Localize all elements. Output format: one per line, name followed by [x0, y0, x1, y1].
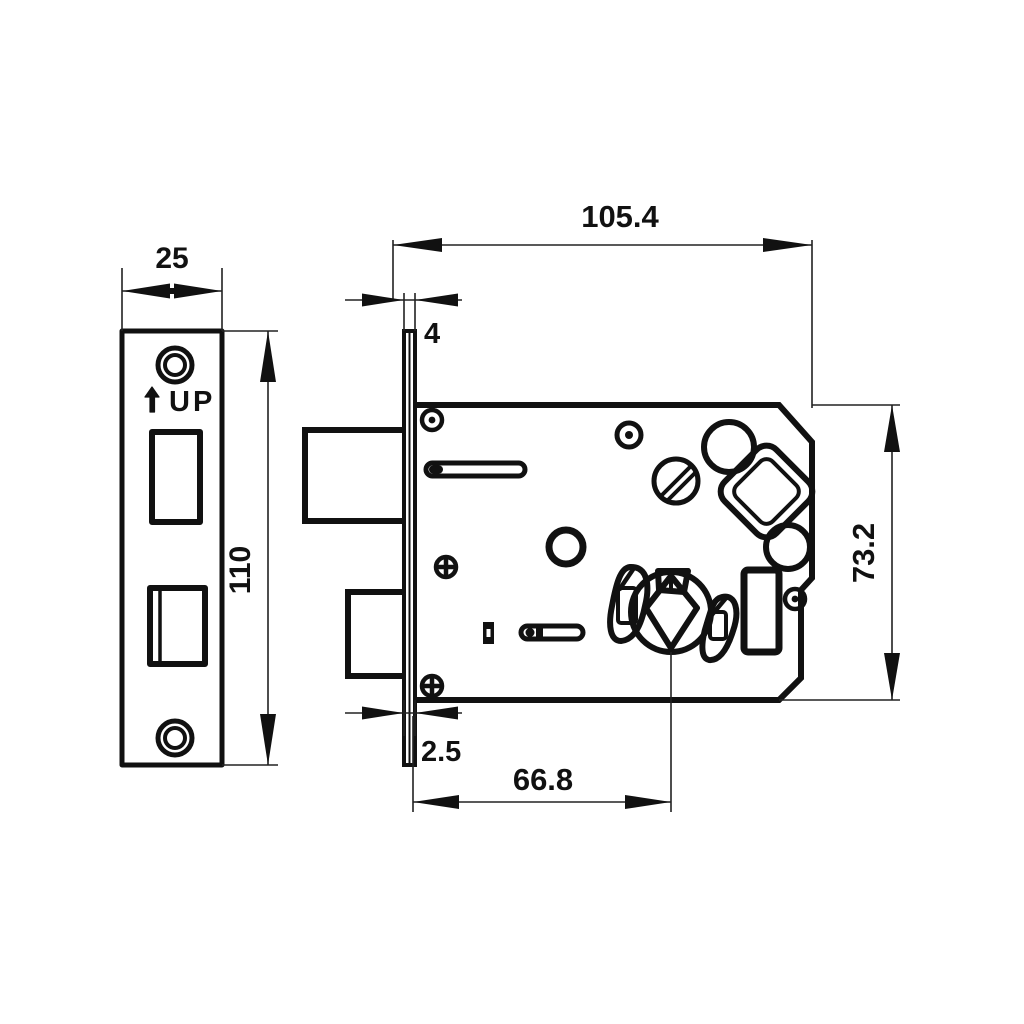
lower-bolt-protrusion: [345, 589, 404, 679]
faceplate-top-screw-hole-icon: [155, 345, 195, 385]
upper-adjustment-slot: [423, 460, 528, 479]
upper-bolt-protrusion: [302, 427, 404, 524]
case-screw-hole-mid-left: [433, 554, 459, 580]
dimension-body-length: 105.4: [392, 199, 813, 408]
dim-66-8-label: 66.8: [513, 762, 573, 797]
left-curved-lever: [607, 564, 651, 644]
case-screw-hole-bottom-left: [419, 673, 445, 699]
follower-hole: [545, 526, 587, 568]
case-screw-hole-top-left: [419, 407, 445, 433]
right-rectangular-slot: [740, 566, 783, 656]
faceplate-view-group: UP: [119, 328, 225, 768]
upper-round-boss: [701, 419, 757, 475]
dim-4-label: 4: [424, 318, 440, 350]
dimension-backplate-thickness: 2.5: [345, 700, 462, 768]
lock-body-view-group: [302, 329, 816, 767]
lock-case-outline: [415, 402, 815, 703]
square-spindle-icon: [717, 442, 816, 541]
dim-110-label: 110: [224, 546, 257, 594]
slotted-screw-head-icon: [651, 456, 701, 506]
faceplate-outline: [119, 328, 225, 768]
dim-73-2-label: 73.2: [846, 523, 881, 583]
dimension-backset: 66.8: [412, 652, 672, 812]
lower-round-boss: [763, 522, 813, 572]
dim-2-5-label: 2.5: [421, 736, 461, 768]
case-screw-hole-top-mid: [614, 420, 644, 450]
up-label: UP: [169, 386, 215, 418]
faceplate-lower-opening: [147, 585, 208, 667]
faceplate-upper-opening: [149, 429, 203, 525]
dim-25-label: 25: [155, 242, 188, 275]
dimension-faceplate-width: 25: [121, 242, 223, 331]
faceplate-edge-strip: [402, 329, 417, 767]
case-screw-hole-right-low: [782, 586, 808, 612]
dimension-faceplate-thickness: 4: [345, 293, 462, 350]
up-arrow-icon: [144, 386, 160, 413]
lower-adjustment-slot: [518, 623, 586, 642]
faceplate-bottom-screw-hole-icon: [155, 718, 195, 758]
dimension-faceplate-height: 110: [222, 330, 278, 766]
dimension-body-height: 73.2: [779, 404, 900, 701]
dim-105-4-label: 105.4: [581, 199, 659, 234]
